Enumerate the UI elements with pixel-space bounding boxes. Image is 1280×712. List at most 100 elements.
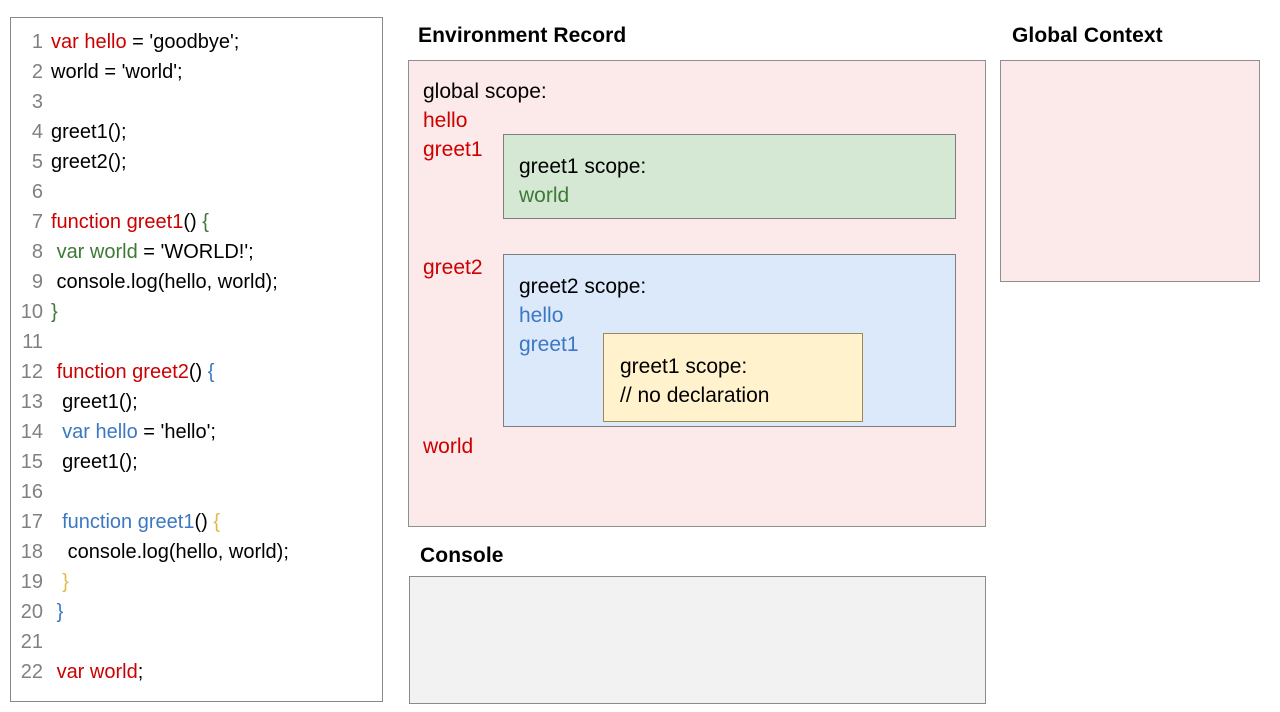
code-token: { [207,361,215,383]
code-line-text: var world = 'WORLD!'; [51,237,254,267]
line-number: 13 [20,391,43,413]
code-token: ; [137,661,144,683]
line-number: 12 [20,361,43,383]
line-number: 22 [20,661,43,683]
console-output-box[interactable] [409,576,986,704]
code-line: 2 world = 'world'; [11,57,382,87]
code-line: 21 [11,627,382,657]
console-title: Console [420,544,504,567]
line-number: 16 [20,481,43,503]
global-var-hello: hello [423,109,468,132]
greet1-var-world: world [519,184,570,207]
line-number: 10 [20,301,43,323]
line-number: 6 [31,181,43,203]
nested-greet1-scope-label: greet1 scope: [620,355,748,378]
code-token: var world [56,661,138,683]
greet2-var-greet1: greet1 [519,333,579,356]
code-line-text: console.log(hello, world); [51,267,278,297]
global-context-title: Global Context [1012,24,1163,47]
code-line: 5 greet2(); [11,147,382,177]
code-line-text: greet1(); [51,117,127,147]
code-token: console.log(hello, world); [51,271,278,293]
code-line: 10} [11,297,382,327]
code-line-text: function greet1() { [51,207,209,237]
code-line-text: } [51,567,69,597]
code-line: 20 } [11,597,382,627]
code-token [51,421,62,443]
line-number: 20 [20,601,43,623]
code-token: () [194,511,214,533]
code-line-text: greet2(); [51,147,127,177]
code-line-text: var hello = 'goodbye'; [51,27,239,57]
code-line: 19 } [11,567,382,597]
code-line: 6 [11,177,382,207]
code-token: function greet1 [62,511,195,533]
global-var-greet2: greet2 [423,256,483,279]
code-line: 13 greet1(); [11,387,382,417]
code-line: 9 console.log(hello, world); [11,267,382,297]
line-number: 5 [31,151,43,173]
code-token: var hello [62,421,138,443]
code-token: () [188,361,208,383]
line-number: 7 [31,211,43,233]
global-scope-label: global scope: [423,80,547,103]
code-token: { [213,511,221,533]
code-token: greet1(); [51,121,127,143]
code-line-text: world = 'world'; [51,57,183,87]
line-number: 9 [31,271,43,293]
code-line-text: greet1(); [51,387,138,417]
code-line-text: } [51,597,64,627]
code-token: var hello [51,31,127,53]
code-line-text: } [51,297,58,327]
line-number: 11 [22,331,43,353]
greet2-scope-label: greet2 scope: [519,275,647,298]
code-token: () [183,211,203,233]
code-token: = 'goodbye'; [126,31,240,53]
code-token: } [62,571,69,593]
line-number: 19 [20,571,43,593]
greet1-scope-box: greet1 scope: world [503,134,956,219]
code-token: = 'WORLD!'; [137,241,254,263]
environment-record-box: global scope: hello greet1 greet2 world … [408,60,986,527]
line-number: 8 [31,241,43,263]
greet2-scope-box: greet2 scope: hello greet1 greet1 scope:… [503,254,956,427]
code-line: 18 console.log(hello, world); [11,537,382,567]
code-line-text: greet1(); [51,447,138,477]
code-token: } [56,601,64,623]
line-number: 3 [31,91,43,113]
line-number: 21 [20,631,43,653]
code-token: greet1(); [51,451,138,473]
line-number: 15 [20,451,43,473]
code-token: greet1(); [51,391,138,413]
code-token: world = 'world'; [51,61,183,83]
code-line-text: function greet2() { [51,357,215,387]
greet1-scope-label: greet1 scope: [519,155,647,178]
code-token [51,511,62,533]
line-number: 17 [20,511,43,533]
code-line: 16 [11,477,382,507]
code-line-text: var hello = 'hello'; [51,417,216,447]
nested-greet1-scope-box: greet1 scope: // no declaration [603,333,863,422]
code-line-text: function greet1() { [51,507,220,537]
code-token: greet2(); [51,151,127,173]
code-line-text: console.log(hello, world); [51,537,289,567]
code-line: 12 function greet2() { [11,357,382,387]
code-line: 15 greet1(); [11,447,382,477]
code-token: var world [56,241,138,263]
line-number: 2 [31,61,43,83]
global-var-world: world [423,435,474,458]
line-number: 18 [20,541,43,563]
code-line-text: var world; [51,657,144,687]
code-line: 22 var world; [11,657,382,687]
code-token: } [51,301,58,323]
code-token: { [202,211,209,233]
code-token: console.log(hello, world); [51,541,289,563]
code-line: 3 [11,87,382,117]
code-token [51,571,62,593]
nested-greet1-scope-note: // no declaration [620,384,770,407]
environment-record-title: Environment Record [418,24,627,47]
